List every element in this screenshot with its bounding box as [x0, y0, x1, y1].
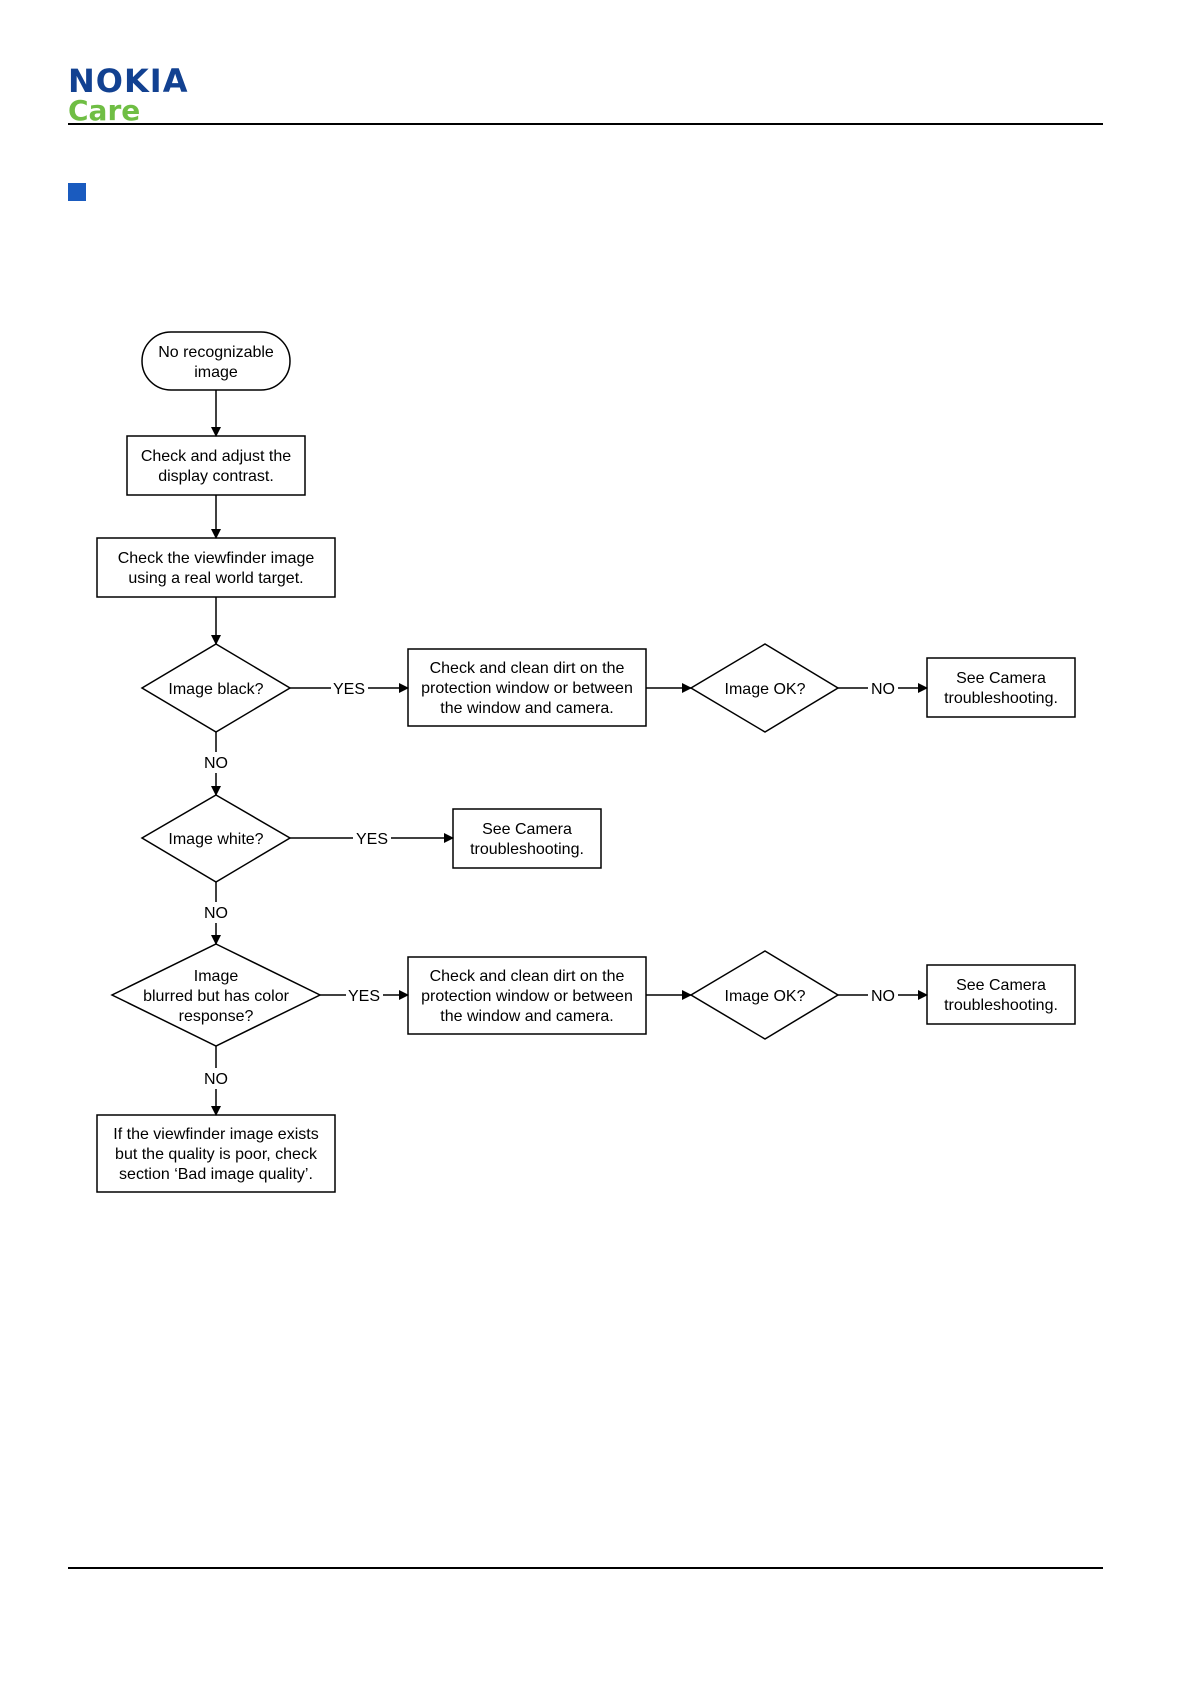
- clean-dirt-box-2: [407, 956, 647, 1035]
- adjust-contrast-box: [126, 435, 306, 496]
- yes-label-white: YES: [356, 831, 388, 848]
- no-label-black: NO: [204, 755, 228, 772]
- header-rule: [68, 123, 1103, 125]
- footer-rule: [68, 1567, 1103, 1569]
- start-terminal: [141, 331, 291, 391]
- image-ok-decision-1: [689, 643, 840, 733]
- no-label-ok-1: NO: [871, 681, 895, 698]
- nokia-care-logo: NOKIA Care: [68, 64, 188, 126]
- image-black-text: Image black?: [168, 681, 263, 698]
- section-bullet-icon: [68, 183, 86, 201]
- bad-quality-box: [96, 1114, 336, 1193]
- image-ok-text-2: Image OK?: [725, 988, 806, 1005]
- check-viewfinder-box: [96, 537, 336, 598]
- see-camera-box-1: [926, 657, 1076, 718]
- no-label-blurred: NO: [204, 1071, 228, 1088]
- sub-brand-name: Care: [68, 94, 141, 127]
- image-ok-text-1: Image OK?: [725, 681, 806, 698]
- see-camera-box-2: [452, 808, 602, 869]
- no-label-ok-2: NO: [871, 988, 895, 1005]
- image-ok-decision-2: [689, 950, 840, 1040]
- see-camera-box-3: [926, 964, 1076, 1025]
- yes-label-black: YES: [333, 681, 365, 698]
- image-white-text: Image white?: [168, 831, 263, 848]
- no-label-white: NO: [204, 905, 228, 922]
- yes-label-blurred: YES: [348, 988, 380, 1005]
- clean-dirt-box-1: [407, 648, 647, 727]
- brand-name: NOKIA: [68, 62, 189, 100]
